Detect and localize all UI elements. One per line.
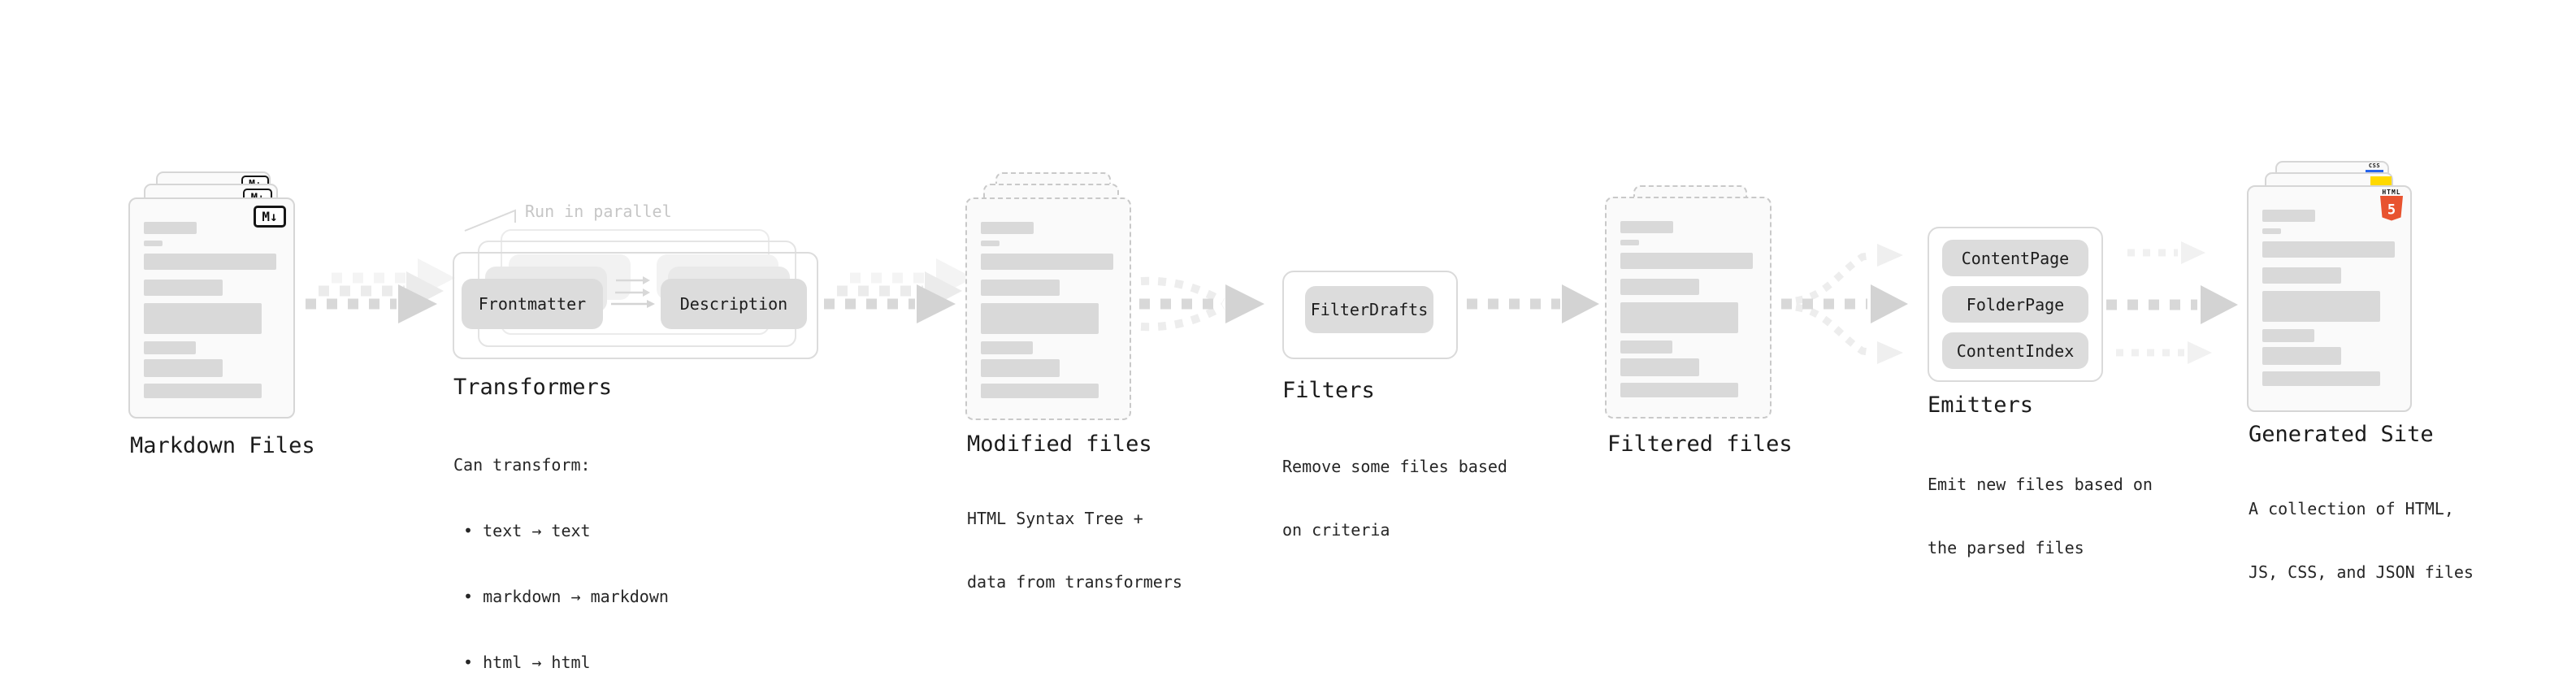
markdown-icon: M↓ (254, 206, 286, 228)
text-line-bar (1620, 302, 1738, 333)
arrow-transformers-to-modified (824, 258, 974, 323)
description-line: Can transform: (453, 455, 591, 475)
text-line-bar (2262, 241, 2395, 258)
transformer-instance-box-front (453, 252, 818, 359)
text-line-bar (144, 280, 223, 296)
text-line-bar (981, 359, 1060, 377)
text-line-bar (144, 303, 262, 334)
description-line: • markdown → markdown (453, 587, 669, 606)
transformers-label: Transformers (453, 375, 613, 400)
text-line-bar (981, 303, 1099, 334)
arrow-filters-to-filtered (1467, 284, 1599, 323)
text-line-bar (144, 359, 223, 377)
html5-shield-icon: 5 (2380, 196, 2403, 221)
text-line-bar (981, 280, 1060, 296)
parallel-annotation-leader-line (464, 209, 516, 232)
text-line-bar (1620, 240, 1639, 245)
html5-icon: HTML 5 (2378, 189, 2405, 221)
filters-description: Remove some files based on criteria (1282, 414, 1507, 583)
text-line-bar (2262, 228, 2281, 234)
markdown-files-label: Markdown Files (130, 433, 315, 458)
filtered-file-card-front (1605, 197, 1772, 419)
modified-file-card-front (965, 197, 1131, 420)
modified-files-description: HTML Syntax Tree + data from transformer… (967, 466, 1182, 635)
filterdrafts-node: FilterDrafts (1305, 286, 1433, 333)
run-in-parallel-annotation: Run in parallel (525, 202, 672, 221)
text-line-bar (2262, 291, 2380, 322)
html5-badge-text: HTML (2382, 189, 2401, 196)
transformers-description: Can transform: • text → text • markdown … (453, 410, 669, 681)
description-line: Remove some files based (1282, 457, 1507, 476)
js-file-icon (2370, 176, 2392, 188)
text-line-bar (1620, 279, 1699, 295)
description-line: Emit new files based on (1928, 475, 2153, 494)
text-line-bar (1620, 358, 1699, 376)
text-line-bar (144, 241, 163, 246)
text-line-bar (2262, 371, 2380, 386)
arrow-modified-to-filters (1139, 276, 1264, 332)
text-line-bar (2262, 267, 2341, 284)
description-line: • html → html (453, 653, 591, 672)
css-badge-underline (2366, 170, 2383, 173)
text-line-bar (981, 384, 1099, 398)
text-line-bar (2262, 347, 2341, 365)
description-line: data from transformers (967, 572, 1182, 592)
description-line: A collection of HTML, (2249, 499, 2454, 518)
generated-site-description: A collection of HTML, JS, CSS, and JSON … (2249, 456, 2474, 625)
text-line-bar (981, 241, 1000, 246)
emitters-label: Emitters (1928, 393, 2034, 418)
generated-site-label: Generated Site (2249, 422, 2434, 447)
frontmatter-node: Frontmatter (462, 279, 603, 329)
svg-text:5: 5 (2387, 202, 2396, 219)
arrow-emitters-to-generated (2106, 241, 2238, 364)
markdown-file-card-front (128, 197, 295, 419)
text-line-bar (1620, 221, 1673, 233)
text-line-bar (2262, 210, 2315, 222)
css-badge-text: CSS (2368, 163, 2381, 169)
filters-label: Filters (1282, 378, 1375, 403)
text-line-bar (144, 341, 196, 354)
description-line: • text → text (453, 521, 591, 540)
arrow-markdown-to-transformers (306, 258, 455, 323)
modified-files-label: Modified files (967, 432, 1152, 457)
text-line-bar (144, 254, 276, 270)
text-line-bar (981, 341, 1033, 354)
text-line-bar (1620, 340, 1672, 354)
description-line: the parsed files (1928, 538, 2084, 557)
text-line-bar (1620, 253, 1753, 269)
contentindex-node: ContentIndex (1942, 332, 2088, 369)
css-file-icon: CSS (2366, 163, 2383, 173)
description-node: Description (661, 279, 807, 329)
text-line-bar (981, 254, 1113, 270)
contentpage-node: ContentPage (1942, 240, 2088, 276)
text-line-bar (1620, 383, 1738, 397)
description-line: HTML Syntax Tree + (967, 509, 1143, 528)
text-line-bar (144, 222, 197, 234)
description-line: JS, CSS, and JSON files (2249, 562, 2474, 582)
filtered-files-label: Filtered files (1607, 432, 1793, 457)
emitters-description: Emit new files based on the parsed files (1928, 432, 2153, 601)
description-line: on criteria (1282, 520, 1390, 540)
text-line-bar (2262, 329, 2314, 342)
arrow-filtered-to-emitters (1781, 244, 1908, 364)
generated-file-card-front (2247, 185, 2412, 412)
text-line-bar (144, 384, 262, 398)
folderpage-node: FolderPage (1942, 286, 2088, 323)
text-line-bar (981, 222, 1034, 234)
